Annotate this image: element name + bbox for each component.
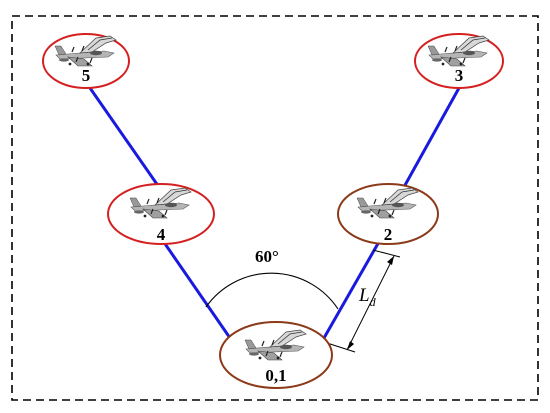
link-4-01: [159, 237, 232, 339]
dimension-arrow-bottom: [347, 341, 354, 350]
node-label: 3: [455, 66, 464, 85]
uav-node-5: 5: [42, 33, 130, 89]
distance-label: Ld: [358, 285, 377, 309]
node-label: 5: [82, 66, 91, 85]
node-label: 4: [157, 225, 166, 244]
spacing-dimension: Ld: [326, 249, 401, 353]
dimension-arrow-top: [387, 256, 394, 265]
uav-node-leader: 0,1: [219, 321, 333, 389]
uav-node-2: 2: [337, 183, 439, 245]
link-3-2: [402, 87, 461, 188]
formation-links: [88, 87, 461, 339]
formation-angle-arc: [205, 272, 339, 310]
angle-label: 60°: [255, 247, 279, 266]
link-5-4: [88, 87, 163, 191]
node-label: 2: [384, 225, 393, 244]
uav-node-3: 3: [414, 33, 504, 89]
dimension-tick-top: [372, 249, 401, 258]
uav-node-4: 4: [107, 183, 215, 245]
dimension-tick-bottom: [326, 342, 356, 353]
dimension-line: [346, 255, 395, 351]
link-2-01: [322, 239, 382, 339]
node-label: 0,1: [265, 366, 286, 385]
formation-boundary-frame: [11, 15, 539, 401]
